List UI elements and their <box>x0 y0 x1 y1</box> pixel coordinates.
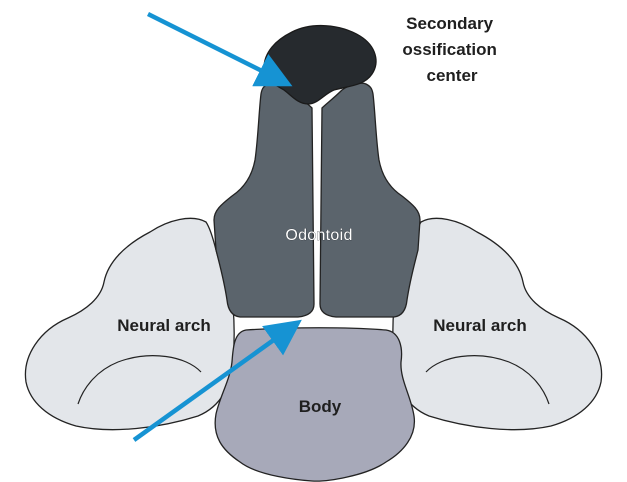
neural-arch-right-label: Neural arch <box>433 316 527 335</box>
secondary-center-label-line-2: ossification <box>402 40 496 59</box>
odontoid-label: Odontoid <box>285 227 352 244</box>
body-label: Body <box>299 397 342 416</box>
secondary-center-label-line-3: center <box>426 66 477 85</box>
odontoid-right-half <box>320 83 420 317</box>
odontoid-left-half <box>214 83 314 317</box>
secondary-center-label-line-1: Secondary <box>406 14 493 33</box>
arrow-top <box>148 14 286 83</box>
neural-arch-left-label: Neural arch <box>117 316 211 335</box>
secondary-center-label: Secondary ossification center <box>402 14 501 85</box>
